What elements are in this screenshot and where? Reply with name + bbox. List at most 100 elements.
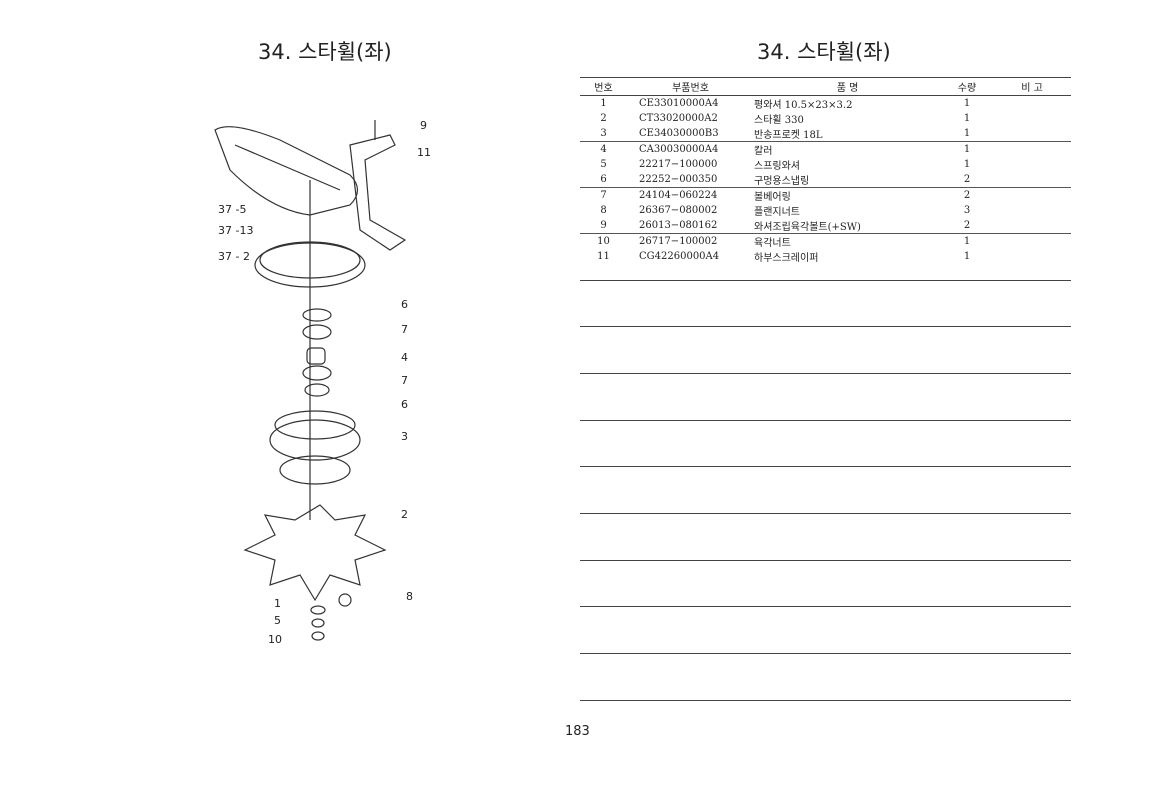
cell-remarks <box>993 157 1071 172</box>
col-remarks: 비 고 <box>993 77 1071 96</box>
cell-part-number: 26013−080162 <box>627 218 754 234</box>
label-5: 5 <box>274 614 281 627</box>
cell-name: 하부스크레이퍼 <box>754 253 819 264</box>
rule <box>580 326 1071 327</box>
cell-name: 스프링와셔 <box>754 161 800 172</box>
cell-qty: 1 <box>963 144 971 155</box>
cell-qty: 1 <box>963 159 971 170</box>
cell-remarks <box>993 203 1071 218</box>
cell-remarks <box>993 234 1071 250</box>
cell-remarks <box>993 218 1071 234</box>
left-page-title: 34. 스타휠(좌) <box>258 40 392 64</box>
table-row: 2 CT33020000A2 스타휠 330 1 <box>580 111 1071 126</box>
cell-no: 3 <box>580 126 627 142</box>
table-row: 11 CG42260000A4 하부스크레이퍼 1 <box>580 249 1071 264</box>
cell-name: 스타휠 330 <box>754 115 804 126</box>
col-qty: 수량 <box>941 77 993 96</box>
label-8: 8 <box>406 590 413 603</box>
cell-qty: 3 <box>963 205 971 216</box>
rule <box>580 700 1071 701</box>
cell-name: 평와셔 10.5×23×3.2 <box>754 100 853 111</box>
cell-remarks <box>993 172 1071 188</box>
cell-name: 플랜지너트 <box>754 207 800 218</box>
cell-no: 1 <box>600 98 607 109</box>
cell-no: 7 <box>600 190 607 201</box>
col-name: 품 명 <box>754 77 941 96</box>
cell-qty: 1 <box>941 126 993 142</box>
cell-qty: 1 <box>963 236 971 247</box>
page-number: 183 <box>565 724 590 739</box>
cell-part-number: CG42260000A4 <box>639 251 720 262</box>
parts-table: 번호 부품번호 품 명 수량 비 고 1 CE33010000A4 평와셔 10.5… <box>580 77 1071 264</box>
cell-part-number: 22252−000350 <box>627 172 754 188</box>
cell-remarks <box>993 142 1071 158</box>
label-11: 11 <box>417 146 431 159</box>
cell-remarks <box>993 249 1071 264</box>
table-row: 4 CA30030000A4 칼러 1 <box>580 142 1071 158</box>
cell-part-number: CE34030000B3 <box>627 126 754 142</box>
cell-no: 6 <box>580 172 627 188</box>
label-37-2: 37 - 2 <box>218 250 250 263</box>
label-2: 2 <box>401 508 408 521</box>
table-header: 번호 부품번호 품 명 수량 비 고 <box>580 77 1071 96</box>
rule <box>580 466 1071 467</box>
table-row: 10 26717−100002 육각너트 1 <box>580 234 1071 250</box>
cell-remarks <box>993 111 1071 126</box>
cell-part-number: 22217−100000 <box>639 159 718 170</box>
table-row: 5 22217−100000 스프링와셔 1 <box>580 157 1071 172</box>
label-3: 3 <box>401 430 408 443</box>
cell-no: 5 <box>600 159 607 170</box>
cell-name: 육각너트 <box>754 238 791 249</box>
rule <box>580 560 1071 561</box>
table-row: 8 26367−080002 플랜지너트 3 <box>580 203 1071 218</box>
cell-remarks <box>993 188 1071 204</box>
cell-part-number: CT33020000A2 <box>639 113 718 124</box>
cell-no: 4 <box>600 144 607 155</box>
cell-name: 반송프로켓 18L <box>754 126 941 142</box>
cell-part-number: 26367−080002 <box>639 205 718 216</box>
label-1: 1 <box>274 597 281 610</box>
label-4: 4 <box>401 351 408 364</box>
cell-no: 10 <box>597 236 610 247</box>
cell-no: 8 <box>600 205 607 216</box>
parts-drawing <box>214 120 407 641</box>
col-part-number: 부품번호 <box>627 77 754 96</box>
cell-name: 볼베어링 <box>754 192 791 203</box>
cell-qty: 1 <box>963 113 971 124</box>
table-row: 7 24104−060224 볼베어링 2 <box>580 188 1071 204</box>
label-6a: 6 <box>401 298 408 311</box>
cell-part-number: 24104−060224 <box>639 190 718 201</box>
cell-qty: 1 <box>963 98 971 109</box>
rule <box>580 420 1071 421</box>
label-10: 10 <box>268 633 282 646</box>
cell-remarks <box>993 126 1071 142</box>
exploded-parts-diagram: 9 11 37 -5 37 -13 37 - 2 6 7 4 7 6 3 2 8… <box>190 100 450 660</box>
cell-part-number: CE33010000A4 <box>639 98 719 109</box>
label-7b: 7 <box>401 374 408 387</box>
rule <box>580 606 1071 607</box>
rule <box>580 653 1071 654</box>
label-9: 9 <box>420 119 427 132</box>
cell-qty: 2 <box>963 190 971 201</box>
cell-qty: 1 <box>963 251 971 262</box>
cell-no: 9 <box>580 218 627 234</box>
right-page-title: 34. 스타휠(좌) <box>757 40 891 64</box>
cell-no: 2 <box>600 113 607 124</box>
rule <box>580 373 1071 374</box>
cell-part-number: CA30030000A4 <box>639 144 719 155</box>
rule <box>580 280 1071 281</box>
col-no: 번호 <box>580 77 627 96</box>
cell-qty: 2 <box>941 218 993 234</box>
cell-qty: 2 <box>941 172 993 188</box>
cell-name: 와셔조립육각볼트(+SW) <box>754 218 941 234</box>
cell-part-number: 26717−100002 <box>639 236 718 247</box>
label-37-5: 37 -5 <box>218 203 247 216</box>
label-6b: 6 <box>401 398 408 411</box>
cell-no: 11 <box>597 251 610 262</box>
cell-name: 칼러 <box>754 146 773 157</box>
label-37-13: 37 -13 <box>218 224 254 237</box>
table-row: 1 CE33010000A4 평와셔 10.5×23×3.2 1 <box>580 96 1071 111</box>
